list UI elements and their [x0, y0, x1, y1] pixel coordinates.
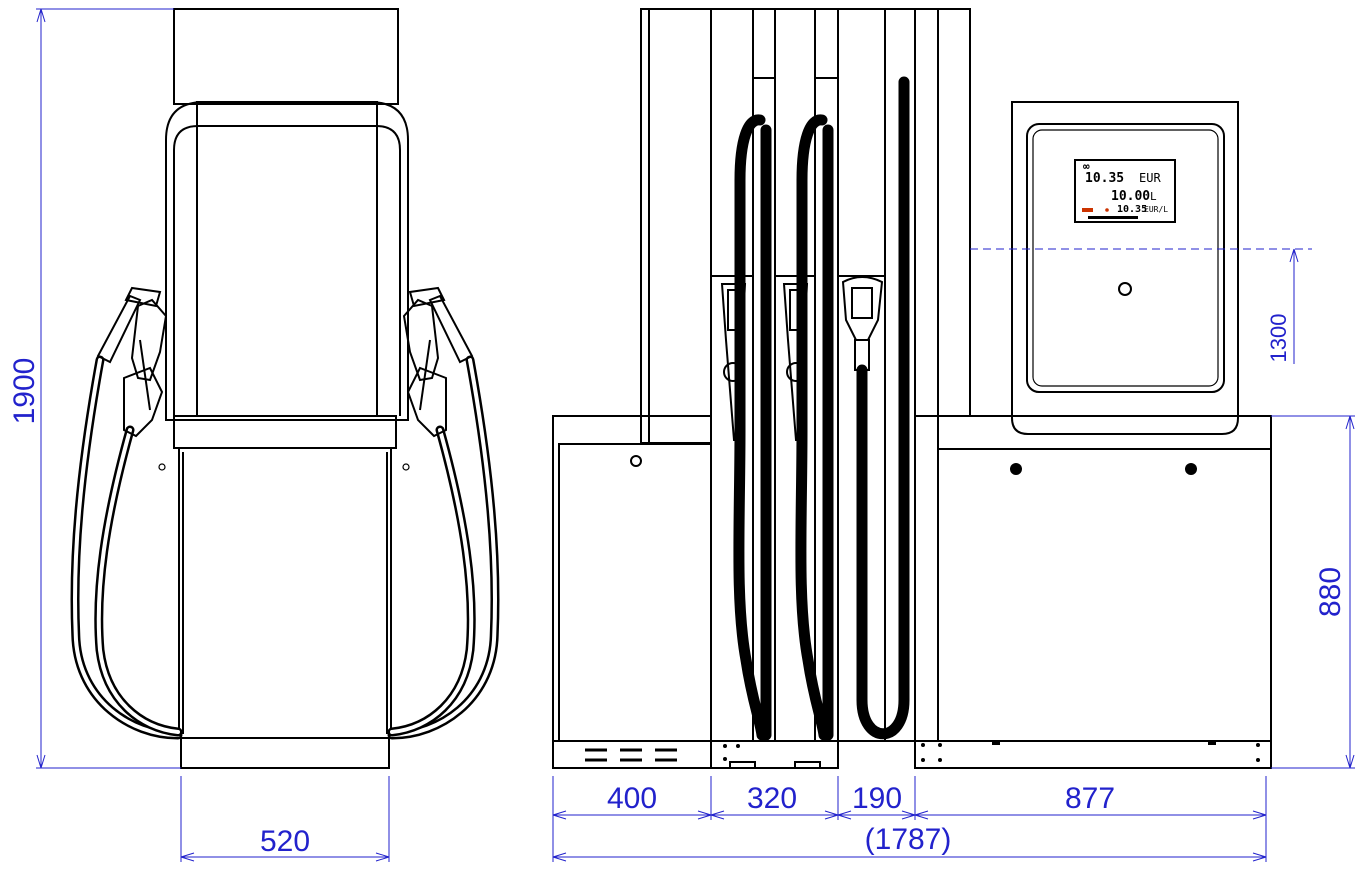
lcd-screen: ∞ 10.35 EUR 10.00 L 10.35 EUR/L [1074, 159, 1176, 223]
dim-width-front: 520 [260, 825, 310, 858]
side-right-cabinet [937, 448, 1272, 742]
lcd-volume-unit: L [1150, 190, 1157, 203]
side-view: ∞ 10.35 EUR 10.00 L 10.35 EUR/L [552, 8, 1272, 769]
display-panel [1026, 123, 1225, 393]
display-housing [1011, 101, 1239, 435]
front-top-column [173, 8, 399, 105]
side-hose-1 [733, 114, 768, 741]
dim-seg-3: 190 [852, 782, 902, 815]
dim-seg-4: 877 [1065, 782, 1115, 815]
side-nozzle-2 [782, 283, 809, 441]
side-right-column [914, 8, 971, 417]
lcd-indicator [1082, 208, 1093, 212]
front-head-panel [196, 101, 378, 417]
side-left-plinth [552, 740, 712, 769]
front-nozzle-right [402, 286, 474, 438]
dim-seg-2: 320 [747, 782, 797, 815]
side-nozzle-3 [841, 276, 884, 371]
dim-seg-1: 400 [607, 782, 657, 815]
front-view [70, 8, 500, 769]
side-hose-2 [795, 114, 830, 741]
front-lower-body [178, 447, 392, 739]
dim-display-height: 1300 [1266, 314, 1291, 363]
lcd-price-unit: EUR/L [1144, 205, 1168, 214]
lock-icon [1118, 282, 1132, 296]
side-tall-column [640, 8, 712, 444]
side-nozzle-1 [720, 283, 747, 441]
lcd-amount: 10.35 [1085, 171, 1124, 186]
lcd-price: 10.35 [1117, 204, 1147, 215]
lcd-symbol: ∞ [1083, 160, 1090, 173]
front-base [180, 737, 390, 769]
lcd-volume: 10.00 [1111, 189, 1150, 204]
side-right-plinth [914, 740, 1272, 769]
vent-slots [585, 748, 677, 762]
dim-height-total: 1900 [8, 358, 41, 425]
lcd-amount-unit: EUR [1139, 171, 1161, 185]
front-nozzle-left [96, 286, 168, 438]
front-head-frame [165, 101, 409, 421]
dimensions: 1900 520 1300 880 400 [8, 8, 1355, 862]
dim-total-length: (1787) [865, 823, 952, 856]
side-right-collar [937, 415, 1272, 450]
side-hose-3 [856, 76, 910, 740]
dim-base-height: 880 [1314, 567, 1347, 617]
